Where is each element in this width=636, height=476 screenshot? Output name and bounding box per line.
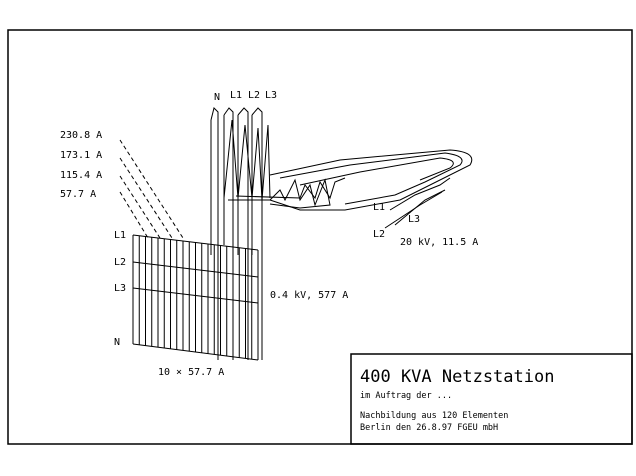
- title-block-title: 400 KVA Netzstation: [360, 367, 554, 387]
- busbar-grid: [132, 234, 259, 361]
- feeder-count-label: 10 × 57.7 A: [158, 367, 224, 378]
- label-l2: L2: [248, 90, 260, 101]
- conductor-l3: [251, 107, 263, 360]
- conductor-l1: [223, 107, 234, 360]
- bus-label-l3: L3: [114, 283, 126, 294]
- label-n: N: [214, 92, 220, 103]
- high-voltage-label: 20 kV, 11.5 A: [400, 237, 478, 248]
- busbar-labels: L1 L2 L3 N: [114, 230, 126, 348]
- hv-label-l1: L1: [373, 202, 385, 213]
- current-3: 115.4 A: [60, 170, 102, 181]
- title-block-frame: [350, 353, 633, 445]
- vertical-conductors: [210, 107, 263, 360]
- current-labels: 230.8 A 173.1 A 115.4 A 57.7 A: [60, 130, 102, 200]
- transformer-winding: [223, 119, 346, 209]
- title-block-line2: Berlin den 26.8.97 FGEU mbH: [360, 423, 498, 433]
- label-l3: L3: [265, 90, 277, 101]
- low-voltage-label: 0.4 kV, 577 A: [270, 290, 348, 301]
- title-block: 400 KVA Netzstation im Auftrag der ... N…: [350, 353, 633, 445]
- title-block-line1: Nachbildung aus 120 Elementen: [360, 411, 508, 421]
- conductor-l2: [237, 107, 249, 360]
- current-2: 173.1 A: [60, 150, 102, 161]
- bus-label-l2: L2: [114, 257, 126, 268]
- conductor-n: [210, 107, 219, 360]
- hv-loop: [269, 149, 473, 229]
- hv-label-l2: L2: [373, 229, 385, 240]
- bus-label-n: N: [114, 337, 120, 348]
- hv-label-l3: L3: [408, 214, 420, 225]
- current-indicators: [119, 139, 184, 239]
- hv-labels: L1 L3 L2 20 kV, 11.5 A: [373, 202, 478, 248]
- drawing-border: [7, 29, 633, 445]
- current-1: 230.8 A: [60, 130, 102, 141]
- conductor-labels: N L1 L2 L3: [214, 90, 277, 103]
- label-l1: L1: [230, 90, 242, 101]
- title-block-subtitle: im Auftrag der ...: [360, 391, 452, 401]
- current-4: 57.7 A: [60, 189, 96, 200]
- bus-label-l1: L1: [114, 230, 126, 241]
